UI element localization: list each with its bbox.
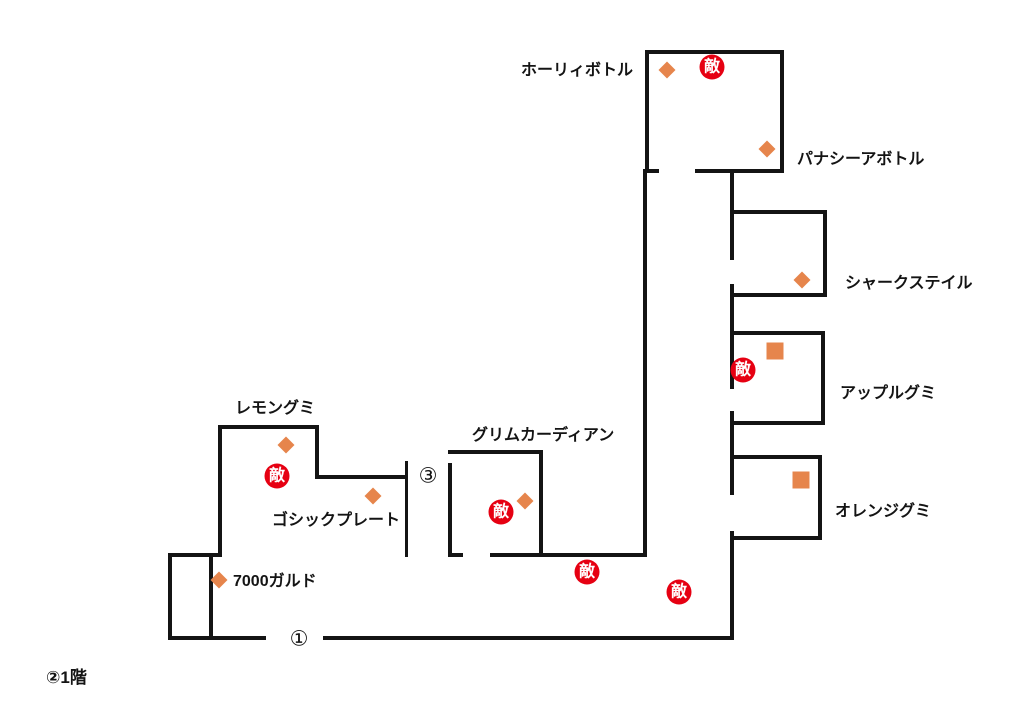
item-label: パナシーアボトル: [797, 151, 925, 168]
treasure-diamond-marker: [658, 61, 676, 79]
enemy-badge: 敵: [699, 54, 725, 80]
item-label: ホーリィボトル: [520, 62, 633, 79]
wall-segment: [490, 553, 647, 557]
wall-segment: [730, 455, 822, 459]
wall-segment: [645, 169, 659, 173]
wall-segment: [448, 463, 452, 557]
wall-segment: [168, 636, 266, 640]
item-label: レモングミ: [235, 400, 316, 417]
wall-segment: [780, 50, 784, 173]
wall-segment: [730, 331, 825, 335]
item-label: アップルグミ: [840, 385, 937, 402]
wall-segment: [539, 450, 543, 557]
wall-segment: [209, 553, 213, 640]
wall-segment: [645, 50, 649, 173]
wall-segment: [730, 169, 734, 260]
wall-segment: [315, 475, 408, 479]
enemy-badge: 敵: [488, 499, 514, 525]
wall-segment: [168, 553, 221, 557]
treasure-square-marker: [792, 471, 810, 489]
circled-number: ①: [289, 627, 309, 651]
wall-segment: [695, 169, 784, 173]
treasure-diamond-marker: [364, 487, 382, 505]
item-label: シャークステイル: [845, 275, 973, 292]
treasure-diamond-marker: [516, 492, 534, 510]
item-label: ゴシックプレート: [272, 512, 401, 529]
treasure-diamond-marker: [793, 271, 811, 289]
item-label: 7000ガルド: [233, 573, 317, 590]
circled-number: ③: [418, 464, 438, 488]
wall-segment: [730, 536, 822, 540]
enemy-badge: 敵: [574, 559, 600, 585]
enemy-badge: 敵: [264, 463, 290, 489]
wall-segment: [448, 553, 463, 557]
wall-segment: [643, 169, 647, 557]
treasure-diamond-marker: [277, 436, 295, 454]
item-label: オレンジグミ: [835, 503, 932, 520]
wall-segment: [168, 553, 172, 640]
wall-segment: [323, 636, 734, 640]
treasure-diamond-marker: [758, 140, 776, 158]
door-jamb: [405, 461, 408, 557]
wall-segment: [730, 293, 827, 297]
wall-segment: [730, 531, 734, 640]
wall-segment: [730, 421, 825, 425]
wall-segment: [821, 331, 825, 425]
item-label: グリムカーディアン: [472, 427, 615, 444]
treasure-diamond-marker: [210, 571, 228, 589]
enemy-badge: 敵: [730, 357, 756, 383]
wall-segment: [818, 455, 822, 540]
wall-segment: [315, 425, 319, 479]
floor-label: ②1階: [46, 668, 87, 687]
enemy-badge: 敵: [666, 579, 692, 605]
wall-segment: [823, 210, 827, 297]
wall-segment: [730, 284, 734, 389]
wall-segment: [218, 425, 222, 557]
wall-segment: [448, 450, 543, 454]
wall-segment: [645, 50, 784, 54]
wall-segment: [730, 411, 734, 495]
wall-segment: [730, 210, 827, 214]
treasure-square-marker: [766, 342, 784, 360]
wall-segment: [218, 425, 319, 429]
